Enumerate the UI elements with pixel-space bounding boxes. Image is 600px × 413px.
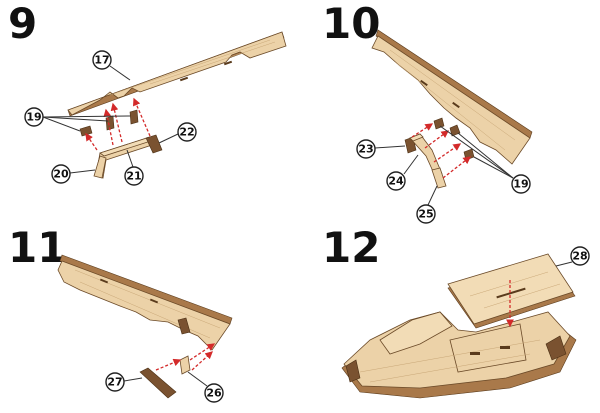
svg-text:23: 23 (358, 143, 373, 156)
part-25-end (431, 167, 447, 189)
part-26-block (179, 355, 191, 375)
callout-23: 23 (356, 139, 376, 159)
svg-text:24: 24 (388, 175, 404, 188)
callout-26: 26 (204, 383, 224, 403)
svg-text:22: 22 (179, 126, 194, 139)
part-28-top-plate (447, 253, 576, 329)
svg-text:27: 27 (107, 376, 122, 389)
svg-text:20: 20 (53, 168, 69, 181)
step-9-number: 9 (8, 0, 37, 48)
callout-25: 25 (416, 204, 436, 224)
step-9-arrows (85, 97, 151, 151)
part-20-end (93, 155, 107, 179)
callout-19-a: 19 (24, 107, 44, 127)
step-11-number: 11 (8, 223, 66, 272)
svg-text:17: 17 (94, 54, 109, 67)
part-17-side-panel (67, 31, 287, 117)
part-22-end (145, 134, 163, 154)
step-10-panel: 10 (322, 0, 533, 224)
svg-text:19: 19 (513, 178, 528, 191)
svg-text:28: 28 (572, 250, 587, 263)
callout-28: 28 (570, 246, 590, 266)
callout-20: 20 (51, 164, 71, 184)
svg-text:21: 21 (126, 170, 141, 183)
callout-17: 17 (92, 50, 112, 70)
step-12-number: 12 (322, 223, 380, 272)
step-10-number: 10 (322, 0, 380, 48)
svg-text:25: 25 (418, 208, 433, 221)
callout-21: 21 (124, 166, 144, 186)
callout-24: 24 (386, 171, 406, 191)
step-9-panel: 9 (8, 0, 287, 186)
svg-text:19: 19 (26, 111, 41, 124)
step-11-arrows (155, 343, 216, 371)
assembled-hull (341, 311, 577, 399)
callout-19-b: 19 (511, 174, 531, 194)
callout-27: 27 (105, 372, 125, 392)
callout-22: 22 (177, 122, 197, 142)
part-side-panel-10 (371, 29, 533, 165)
part-27-plate (139, 367, 177, 399)
part-side-panel-11 (57, 254, 233, 351)
part-19-blocks-step10 (433, 117, 475, 161)
step-10-arrows (411, 123, 472, 179)
step-12-panel: 12 28 (322, 223, 590, 399)
step-11-panel: 11 27 26 (8, 223, 233, 403)
svg-text:26: 26 (206, 387, 222, 400)
